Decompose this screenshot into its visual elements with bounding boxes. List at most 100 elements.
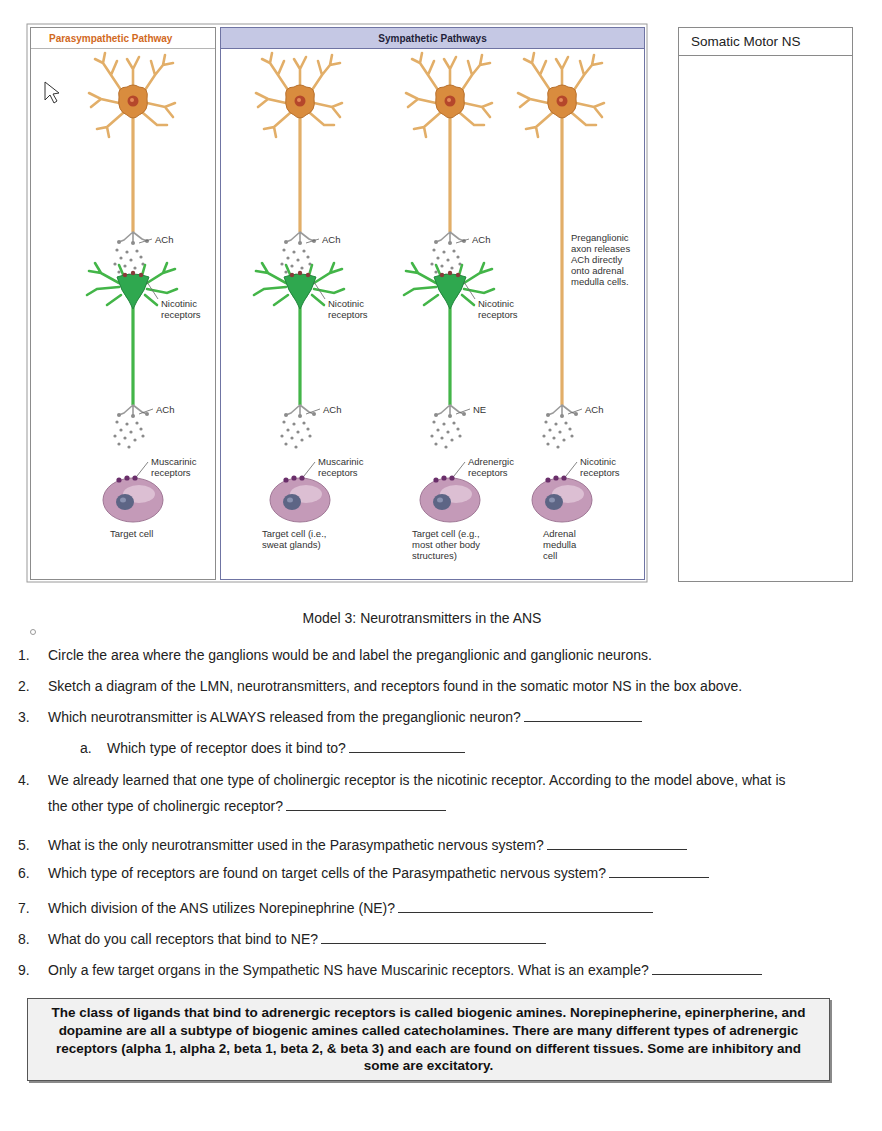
question-line: Which type of receptor does it bind to? (107, 735, 465, 761)
sympathetic-muscarinic-column (298, 305, 301, 405)
answer-blank (349, 751, 465, 753)
sympathetic-muscarinic-column (280, 248, 311, 276)
question-text: We already learned that one type of chol… (48, 772, 786, 814)
answer-blank (398, 911, 653, 913)
sympathetic-adrenergic-column (420, 475, 480, 522)
question-line: Circle the area where the ganglions woul… (48, 642, 652, 668)
question-text: Which neurotransmitter is ALWAYS release… (48, 709, 521, 725)
node-heading: The class of ligands that bind to adrene… (28, 999, 829, 1080)
sympathetic-adrenergic-column (430, 420, 461, 448)
sympathetic-adrenergic-column (448, 117, 451, 232)
leader-lines (566, 462, 577, 476)
leader-lines (147, 282, 158, 299)
question-line: Sketch a diagram of the LMN, neurotransm… (48, 673, 742, 699)
diagram-label: ACh (472, 234, 490, 245)
leader-lines (568, 409, 582, 414)
question-number: 2. (18, 673, 30, 699)
parasympathetic-column (131, 117, 134, 232)
sympathetic-muscarinic-column (270, 475, 330, 522)
question-number: 3. (18, 704, 30, 730)
question-text: What is the only neurotransmitter used i… (48, 837, 544, 853)
figure-caption: Model 3: Neurotransmitters in the ANS (172, 609, 672, 627)
diagram-label: NE (473, 404, 486, 415)
node-heading: Sympathetic Pathways (221, 28, 644, 49)
parasympathetic-column (113, 248, 144, 276)
diagram-label: Adrenal medulla cell (543, 528, 591, 561)
figure-frame (27, 24, 647, 582)
question-text: Sketch a diagram of the LMN, neurotransm… (48, 678, 742, 694)
diagram-label: Preganglionic axon releases ACh directly… (571, 232, 639, 287)
sympathetic-muscarinic-column (298, 117, 301, 232)
sympathetic-adrenergic-column (404, 53, 494, 522)
leader-lines (139, 409, 153, 414)
leader-lines (137, 462, 148, 476)
sympathetic-muscarinic-column (280, 420, 311, 448)
diagram-label: Adrenergic receptors (468, 456, 530, 478)
sympathetic-muscarinic-column (256, 53, 342, 137)
sympathetic-muscarinic-column (284, 232, 316, 245)
leader-lines (454, 462, 465, 476)
diagram-label: Nicotinic receptors (161, 298, 213, 320)
diagram-label: Muscarinic receptors (151, 456, 213, 478)
parasympathetic-column (103, 475, 163, 522)
question-text: Which division of the ANS utilizes Norep… (48, 900, 395, 916)
adrenal-medulla-column (546, 405, 578, 418)
answer-blank (652, 973, 762, 975)
diagram-label: Nicotinic receptors (328, 298, 383, 320)
leader-lines (306, 409, 320, 414)
question-line: We already learned that one type of chol… (48, 767, 808, 819)
question-number: 6. (18, 860, 30, 886)
leader-lines (464, 282, 475, 299)
diagram-label: ACh (323, 404, 341, 415)
adrenal-medulla-column (518, 53, 604, 137)
diagram-label: ACh (322, 234, 340, 245)
sympathetic-adrenergic-column (406, 53, 492, 137)
question-line: Which division of the ANS utilizes Norep… (48, 895, 653, 921)
diagram-label: Nicotinic receptors (580, 456, 640, 478)
parasympathetic-column (87, 53, 177, 522)
diagram-label: Target cell (e.g., most other body struc… (412, 528, 496, 561)
adrenal-medulla-column (542, 420, 573, 448)
mouse-cursor (45, 82, 59, 103)
question-number: 9. (18, 957, 30, 983)
diagram-label: Target cell (i.e., sweat glands) (262, 528, 344, 550)
adrenal-medulla-column (560, 117, 563, 405)
question-line: Which neurotransmitter is ALWAYS release… (48, 704, 642, 730)
diagram-label: Muscarinic receptors (318, 456, 380, 478)
answer-blank (321, 942, 546, 944)
question-number: 4. (18, 767, 30, 793)
adrenal-medulla-column (518, 53, 604, 522)
question-text: Only a few target organs in the Sympathe… (48, 962, 649, 978)
leader-lines (306, 239, 319, 243)
diagram-label: Target cell (110, 528, 170, 539)
leader-lines (314, 282, 325, 299)
leader-lines (139, 239, 152, 243)
leader-lines (137, 239, 582, 476)
diagram-label: ACh (155, 234, 173, 245)
parasympathetic-column (117, 405, 149, 418)
sympathetic-muscarinic-column (284, 405, 316, 418)
answer-blank (286, 809, 446, 811)
question-number: 7. (18, 895, 30, 921)
question-line: What do you call receptors that bind to … (48, 926, 546, 952)
diagram-label: ACh (585, 404, 603, 415)
answer-blank (609, 876, 709, 878)
question-number: 8. (18, 926, 30, 952)
sketch-box: Somatic Motor NS (678, 27, 853, 582)
stray-mark (31, 630, 36, 635)
sympathetic-adrenergic-column (448, 305, 451, 405)
parasympathetic-column (117, 232, 149, 245)
question-line: Which type of receptors are found on tar… (48, 860, 709, 886)
answer-blank (547, 848, 687, 850)
question-text: Circle the area where the ganglions woul… (48, 647, 652, 663)
parasympathetic-column (89, 53, 175, 137)
answer-blank (524, 720, 642, 722)
leader-lines (456, 239, 469, 243)
question-line: What is the only neurotransmitter used i… (48, 832, 687, 858)
note-box: The class of ligands that bind to adrene… (27, 998, 830, 1081)
sympathetic-adrenergic-column (434, 405, 466, 418)
node-heading: Parasympathetic Pathway (31, 28, 215, 49)
question-number: a. (80, 735, 92, 761)
